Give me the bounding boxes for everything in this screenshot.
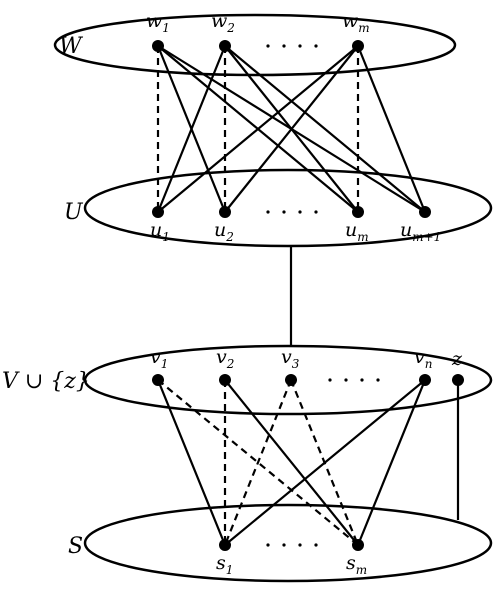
label-w2: w2 [211, 10, 235, 35]
label-u2: u2 [214, 219, 234, 244]
vertex-sm [352, 539, 364, 551]
label-v2: v2 [216, 346, 234, 371]
label-um: um [345, 219, 369, 244]
vertex-s1 [219, 539, 231, 551]
edge-w2-um1 [224, 45, 426, 213]
label-wm: wm [342, 10, 370, 35]
label-W: W [59, 34, 84, 59]
ellipsis-dots-W [266, 44, 318, 48]
label-v1: v1 [150, 346, 168, 371]
edge-vn-s1 [224, 379, 426, 546]
label-vn: vn [414, 346, 432, 371]
vertex-w2 [219, 40, 231, 52]
edge-v2-sm [224, 379, 359, 546]
vertex-v1 [152, 374, 164, 386]
edge-v3-s1 [223, 379, 293, 546]
vertex-um1 [419, 206, 431, 218]
edge-wm-u2 [224, 45, 359, 213]
vertex-w1 [152, 40, 164, 52]
label-u1: u1 [150, 219, 170, 244]
label-um1: um+1 [400, 219, 441, 244]
label-V-union-z: V ∪ {z} [2, 369, 90, 394]
vertex-wm [352, 40, 364, 52]
vertex-v3 [285, 374, 297, 386]
vertex-u2 [219, 206, 231, 218]
edge-vn-sm [356, 379, 427, 546]
edge-wm-um1 [356, 45, 427, 213]
edge-v1-sm [157, 379, 359, 546]
ellipsis-dots-S [266, 543, 318, 547]
edge-w2-u1 [156, 45, 227, 213]
vertex-z [452, 374, 464, 386]
label-w1: w1 [146, 10, 170, 35]
label-S: S [68, 534, 83, 559]
set-S-ellipse [83, 503, 493, 583]
set-U-ellipse [83, 168, 493, 248]
set-W-ellipse [53, 13, 457, 77]
ellipsis-dots-U [266, 210, 318, 214]
vertex-um [352, 206, 364, 218]
label-v3: v3 [281, 346, 300, 371]
edge-v1-s1 [156, 379, 227, 546]
ellipsis-dots-V [328, 378, 380, 382]
vertex-vn [419, 374, 431, 386]
label-U: U [64, 200, 84, 225]
edge-wm-u1 [157, 45, 359, 213]
label-s1: s1 [216, 552, 233, 577]
set-V-ellipse [83, 344, 493, 416]
vertex-u1 [152, 206, 164, 218]
label-z: z [451, 348, 463, 370]
vertex-v2 [219, 374, 231, 386]
label-sm: sm [346, 552, 367, 577]
